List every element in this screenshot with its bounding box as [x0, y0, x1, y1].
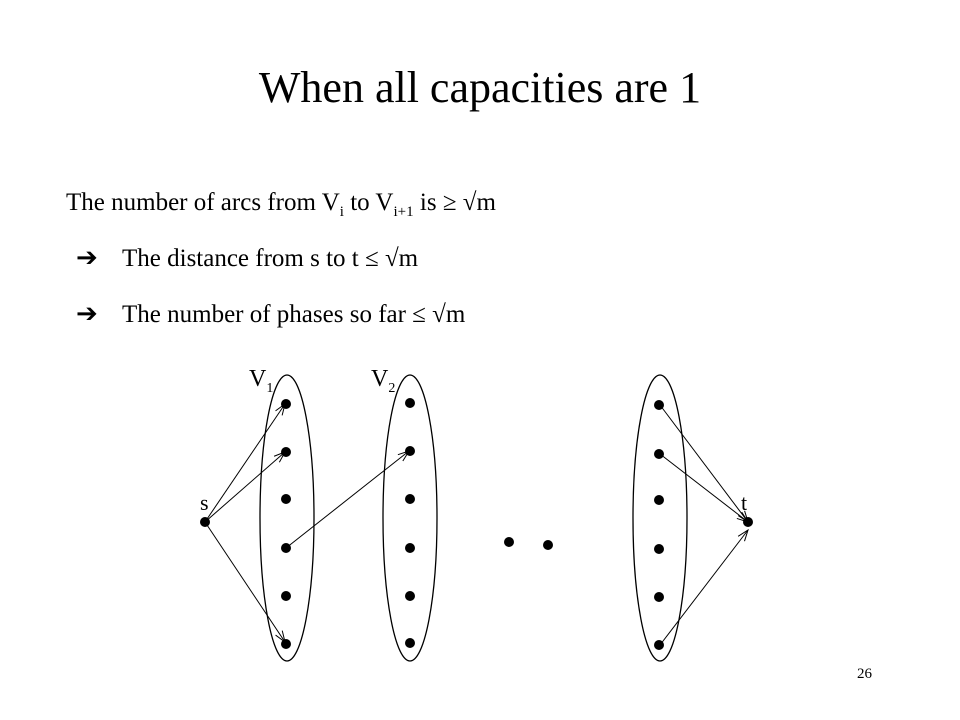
vertex-v2-1	[405, 398, 415, 408]
statement-arc-count-part-a: The number of arcs from V	[66, 189, 340, 216]
vertex-last-5	[654, 592, 664, 602]
statement-phases: ➔ The number of phases so far ≤ √m	[76, 297, 465, 332]
arc-last-6-to-t	[659, 528, 749, 646]
arc-v1-4-to-v2-2	[285, 450, 411, 549]
layer-v2-letter: V	[371, 366, 389, 392]
vertex-last-2	[654, 449, 664, 459]
statement-arc-count: The number of arcs from Vi to Vi+1 is ≥ …	[66, 186, 496, 220]
page-number: 26	[857, 666, 872, 682]
layer-v2-ellipse	[382, 374, 438, 662]
vertex-v2-2	[405, 446, 415, 456]
statement-distance-text: The distance from s to t ≤ √m	[122, 245, 419, 272]
vertex-v2-6	[405, 638, 415, 648]
arc-s-to-v1-2	[204, 451, 287, 523]
sink-label: t	[741, 490, 747, 515]
layer-v1-ellipse	[259, 374, 315, 662]
layer-v1-label: V1	[249, 366, 273, 396]
statement-phases-text: The number of phases so far ≤ √m	[122, 301, 466, 328]
statement-distance: ➔ The distance from s to t ≤ √m	[76, 241, 418, 276]
arc-s-to-v1-1	[204, 402, 286, 523]
arc-last-1-to-t	[659, 404, 749, 524]
vertex-last-4	[654, 544, 664, 554]
arc-s-to-v1-6	[204, 521, 286, 644]
layer-last-ellipse	[632, 374, 688, 662]
vertex-last-3	[654, 495, 664, 505]
ellipsis-dot-1	[504, 537, 514, 547]
vertex-last-6	[654, 640, 664, 650]
vertex-v2-4	[405, 543, 415, 553]
vertex-v1-3	[281, 494, 291, 504]
slide-title: When all capacities are 1	[258, 63, 702, 112]
layer-v1-subscript: 1	[266, 381, 273, 396]
layer-v2-label: V2	[371, 366, 395, 396]
vertex-v1-4	[281, 543, 291, 553]
arc-last-2-to-t	[659, 453, 750, 523]
vertex-s	[200, 517, 210, 527]
vertex-last-1	[654, 400, 664, 410]
statement-arc-count-part-b: to V	[343, 189, 394, 216]
layer-v1-letter: V	[249, 366, 267, 392]
layer-v2-subscript: 2	[388, 381, 395, 396]
implies-arrow-icon: ➔	[76, 299, 98, 328]
subscript-i-plus-1: i+1	[393, 204, 414, 220]
implies-arrow-icon: ➔	[76, 243, 98, 272]
vertex-v1-6	[281, 639, 291, 649]
ellipsis-dot-2	[543, 540, 553, 550]
statement-arc-count-part-c: is ≥ √m	[413, 189, 496, 216]
vertex-v1-2	[281, 447, 291, 457]
vertex-v1-1	[281, 399, 291, 409]
subscript-i: i	[339, 204, 344, 220]
vertex-v2-3	[405, 494, 415, 504]
source-label: s	[200, 490, 209, 515]
vertex-t	[743, 517, 753, 527]
vertex-v2-5	[405, 591, 415, 601]
vertex-v1-5	[281, 591, 291, 601]
